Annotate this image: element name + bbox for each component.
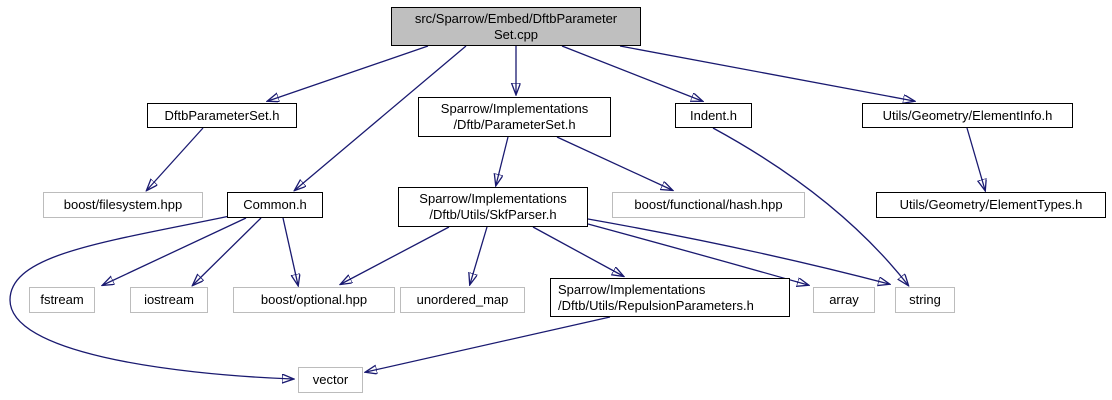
edge-parameter-set-h-to-skf-parser-h (496, 136, 509, 185)
node-label: iostream (144, 292, 194, 308)
edge-parameter-set-h-to-boost-hash (556, 136, 672, 190)
node-label: fstream (40, 292, 84, 308)
node-label: Utils/Geometry/ElementTypes.h (899, 197, 1083, 213)
node-dftb-parameter-set-cpp: src/Sparrow/Embed/DftbParameter Set.cpp (391, 7, 641, 46)
edge-cpp-to-indent-h (561, 45, 702, 101)
node-boost-filesystem-hpp: boost/filesystem.hpp (43, 192, 203, 218)
node-label: unordered_map (416, 292, 509, 308)
node-iostream: iostream (130, 287, 208, 313)
node-label: DftbParameterSet.h (164, 107, 280, 123)
node-element-types-h[interactable]: Utils/Geometry/ElementTypes.h (876, 192, 1106, 218)
node-common-h[interactable]: Common.h (227, 192, 323, 218)
edge-dftb-parameter-set-h-to-boost-filesystem (147, 127, 204, 190)
node-vector: vector (298, 367, 363, 393)
edge-skf-parser-h-to-unordered-map (470, 226, 488, 284)
node-indent-h[interactable]: Indent.h (675, 103, 752, 128)
node-string: string (895, 287, 955, 313)
node-dftb-parameter-set-h[interactable]: DftbParameterSet.h (147, 103, 297, 128)
node-label: Sparrow/Implementations /Dftb/Utils/Repu… (558, 281, 754, 313)
edge-skf-parser-h-to-repulsion-parameters-h (532, 226, 623, 276)
node-label: boost/optional.hpp (260, 292, 368, 308)
node-repulsion-parameters-h[interactable]: Sparrow/Implementations /Dftb/Utils/Repu… (550, 278, 790, 317)
edge-common-h-to-iostream (193, 217, 262, 285)
edge-skf-parser-h-to-string (587, 218, 889, 284)
edge-skf-parser-h-to-array (587, 223, 808, 285)
node-fstream: fstream (29, 287, 95, 313)
node-element-info-h[interactable]: Utils/Geometry/ElementInfo.h (862, 103, 1073, 128)
node-label: string (909, 292, 941, 308)
edge-cpp-to-element-info-h (619, 45, 914, 101)
node-parameter-set-h[interactable]: Sparrow/Implementations /Dftb/ParameterS… (418, 97, 611, 137)
node-label: boost/filesystem.hpp (63, 197, 183, 213)
node-label: vector (312, 372, 349, 388)
node-label: Sparrow/Implementations /Dftb/ParameterS… (440, 101, 589, 132)
node-label: Utils/Geometry/ElementInfo.h (882, 107, 1053, 123)
node-boost-functional-hash-hpp: boost/functional/hash.hpp (612, 192, 805, 218)
node-label: boost/functional/hash.hpp (634, 197, 783, 213)
edge-cpp-to-dftb-parameter-set-h (268, 45, 429, 101)
edge-element-info-h-to-element-types-h (966, 127, 985, 190)
node-boost-optional-hpp: boost/optional.hpp (233, 287, 395, 313)
node-label: src/Sparrow/Embed/DftbParameter Set.cpp (414, 10, 618, 42)
node-skf-parser-h[interactable]: Sparrow/Implementations /Dftb/Utils/SkfP… (398, 187, 588, 227)
node-label: array (829, 292, 859, 308)
node-label: Common.h (243, 197, 307, 213)
node-unordered-map: unordered_map (400, 287, 525, 313)
edge-repulsion-parameters-h-to-vector (366, 316, 611, 372)
edge-common-h-to-boost-optional (282, 217, 298, 285)
node-array: array (813, 287, 875, 313)
node-label: Indent.h (690, 107, 737, 123)
edge-common-h-to-fstream (103, 217, 247, 285)
node-label: Sparrow/Implementations /Dftb/Utils/SkfP… (419, 191, 567, 222)
edge-skf-parser-h-to-boost-optional (341, 226, 450, 284)
